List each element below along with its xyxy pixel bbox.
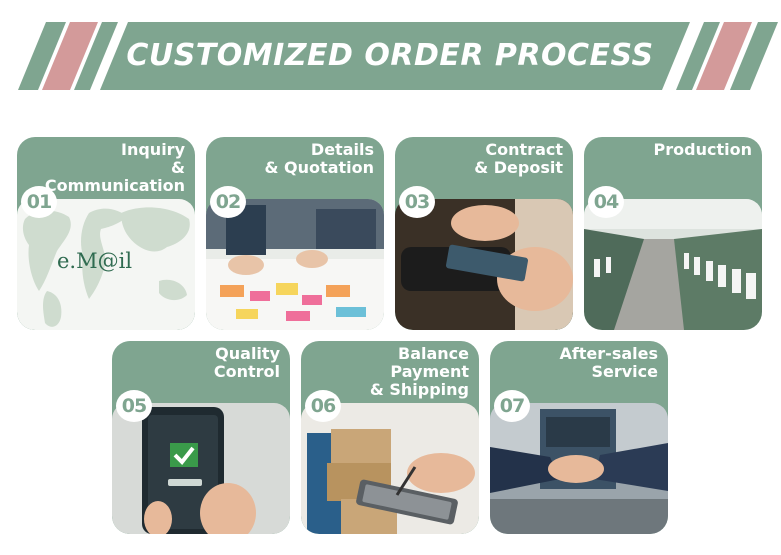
step-card-after-sales: After-sales Service 07 — [490, 341, 668, 534]
factory-photo — [584, 199, 762, 330]
step-heading: Contract & Deposit — [395, 137, 573, 207]
step-title-line1: Production — [653, 140, 752, 159]
step-title-line2: & Shipping — [369, 380, 469, 399]
step-title-line1: Quality — [215, 344, 280, 363]
step-title-line2: & Deposit — [474, 158, 563, 177]
page-title: CUSTOMIZED ORDER PROCESS — [126, 37, 654, 73]
world-map-image — [17, 199, 195, 330]
step-heading: Production — [584, 137, 762, 207]
step-number-badge: 04 — [588, 186, 624, 218]
step-number-badge: 03 — [399, 186, 435, 218]
email-overlay-text: e.M@il — [57, 249, 133, 273]
step-title-line2: Control — [213, 362, 280, 381]
meeting-photo — [206, 199, 384, 330]
title-banner: CUSTOMIZED ORDER PROCESS — [0, 0, 781, 110]
step-heading: Quality Control — [112, 341, 290, 411]
step-card-details-quotation: Details & Quotation 02 — [206, 137, 384, 330]
step-number-badge: 05 — [116, 390, 152, 422]
banner-graphic — [18, 22, 778, 90]
step-title-line1: Inquiry — [121, 140, 185, 159]
step-card-balance-shipping: Balance Payment & Shipping 06 — [301, 341, 479, 534]
step-title-line1: After-sales — [559, 344, 658, 363]
step-number-badge: 02 — [210, 186, 246, 218]
step-card-contract-deposit: Contract & Deposit 03 — [395, 137, 573, 330]
step-number-badge: 07 — [494, 390, 530, 422]
step-title-line2: & Communication — [44, 158, 185, 195]
step-heading: Details & Quotation — [206, 137, 384, 207]
step-title-line2: Service — [591, 362, 658, 381]
step-title-line2: & Quotation — [264, 158, 374, 177]
step-title-line1: Contract — [485, 140, 563, 159]
step-card-production: Production 04 — [584, 137, 762, 330]
handshake-photo — [490, 403, 668, 534]
step-number-badge: 01 — [21, 186, 57, 218]
step-card-inquiry: Inquiry & Communication 01 e.M@il — [17, 137, 195, 330]
step-heading: After-sales Service — [490, 341, 668, 411]
step-number-badge: 06 — [305, 390, 341, 422]
step-heading: Balance Payment & Shipping — [301, 341, 479, 411]
payment-terminal-photo — [395, 199, 573, 330]
step-title-line1: Details — [310, 140, 374, 159]
step-heading: Inquiry & Communication — [17, 137, 195, 207]
step-title-line1: Balance Payment — [390, 344, 469, 381]
step-card-quality-control: Quality Control 05 — [112, 341, 290, 534]
delivery-photo — [301, 403, 479, 534]
phone-check-photo — [112, 403, 290, 534]
